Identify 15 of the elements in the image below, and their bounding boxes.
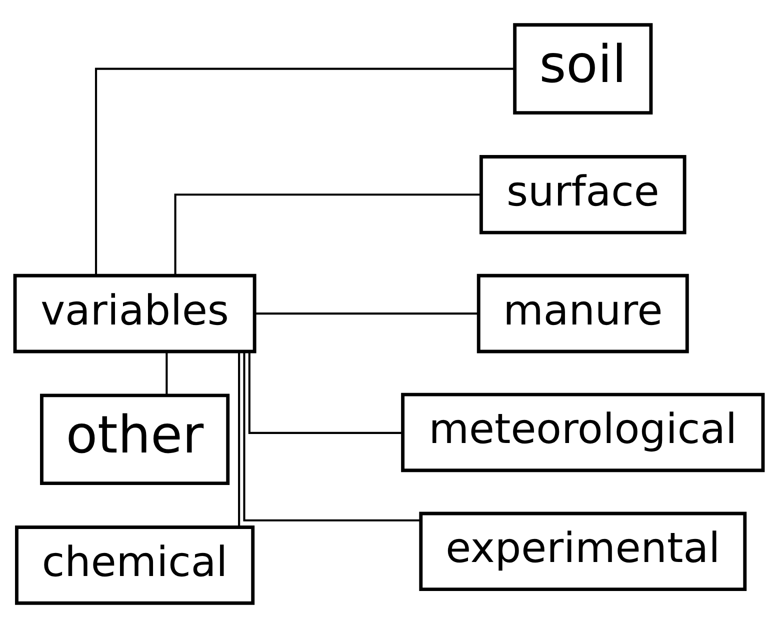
node-box: soil [513,22,653,114]
node-box: surface [479,154,686,234]
node-box: chemical [15,525,255,604]
node-box: manure [476,273,689,353]
node-box: meteorological [401,392,765,472]
connector [243,351,420,521]
connector [166,352,168,395]
connector [238,351,240,526]
connector [174,193,482,275]
node-box: experimental [419,511,747,591]
node-box: variables [13,273,256,353]
node-box: other [40,393,230,485]
connector [254,312,478,314]
connector [94,67,515,275]
connector [248,351,402,434]
